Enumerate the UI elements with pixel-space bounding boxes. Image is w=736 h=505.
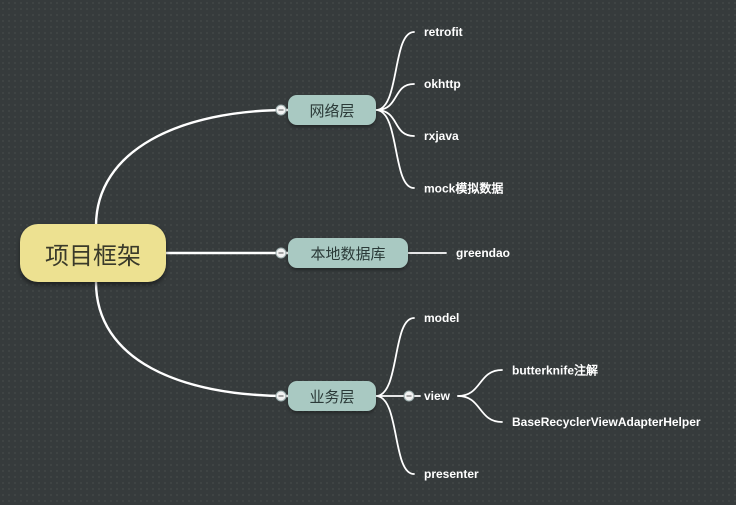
connector-net-mock	[375, 109, 415, 189]
connector-net-okhttp	[375, 83, 415, 111]
collapse-toggle-network[interactable]	[275, 104, 287, 116]
branch-local-database[interactable]: 本地数据库	[288, 238, 408, 268]
leaf-view[interactable]: view	[424, 389, 451, 403]
root-label: 项目框架	[45, 242, 141, 270]
leaf-presenter[interactable]: presenter	[424, 467, 479, 481]
leaf-greendao[interactable]: greendao	[456, 246, 511, 260]
branch-label: 业务层	[309, 388, 355, 406]
branch-label: 本地数据库	[310, 245, 386, 263]
leaf-butterknife[interactable]: butterknife注解	[512, 363, 599, 378]
collapse-toggle-db[interactable]	[275, 247, 287, 259]
connector-view-adapter	[457, 395, 503, 423]
leaf-retrofit[interactable]: retrofit	[424, 25, 463, 39]
leaf-okhttp[interactable]: okhttp	[424, 77, 461, 91]
branch-business-layer[interactable]: 业务层	[288, 381, 376, 411]
collapse-toggle-view[interactable]	[403, 390, 415, 402]
leaf-mock-data[interactable]: mock模拟数据	[424, 181, 504, 196]
branch-network-layer[interactable]: 网络层	[288, 95, 376, 125]
leaf-model[interactable]: model	[424, 311, 460, 325]
connector-net-rxjava	[375, 109, 415, 137]
leaf-rxjava[interactable]: rxjava	[424, 129, 459, 143]
leaf-adapter-helper[interactable]: BaseRecyclerViewAdapterHelper	[512, 415, 701, 429]
connector-view-butterknife	[457, 369, 503, 397]
collapse-toggle-business[interactable]	[275, 390, 287, 402]
root-node[interactable]: 项目框架	[20, 224, 166, 282]
connector-biz-model	[375, 317, 415, 397]
branch-label: 网络层	[309, 102, 355, 120]
connector-biz-presenter	[375, 395, 415, 475]
connector-root-network	[94, 108, 290, 228]
connector-root-business	[94, 280, 290, 398]
connector-net-retrofit	[375, 31, 415, 111]
